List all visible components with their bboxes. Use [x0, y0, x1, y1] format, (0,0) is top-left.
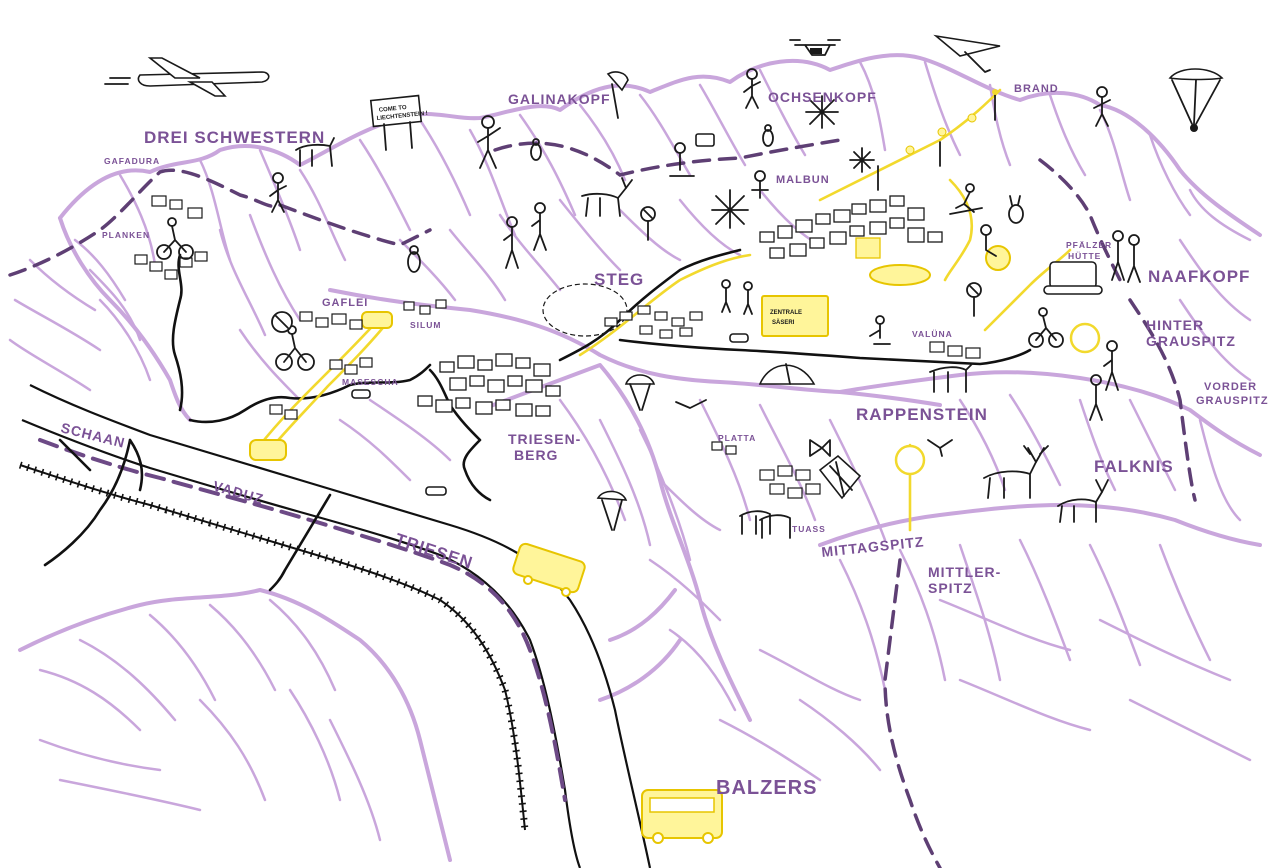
label-vorder-grauspitz-2: GRAUSPITZ: [1196, 395, 1269, 407]
central-cheese-dairy-icon: [761, 295, 829, 337]
no-bike-sign-icon: [1069, 322, 1101, 354]
label-planken: PLANKEN: [102, 230, 150, 240]
paraglider-icon: [1168, 68, 1224, 132]
skier-icon: [869, 183, 983, 345]
signpost-icon: COME TO LIECHTENSTEIN !: [369, 94, 428, 151]
label-malbun: MALBUN: [776, 174, 830, 186]
place-labels: DREI SCHWESTERN GAFADURA PLANKEN GALINAK…: [59, 83, 1269, 799]
villages: [134, 195, 981, 499]
sign-line2: LIECHTENSTEIN !: [376, 111, 428, 122]
village-gaflei-masescha: [269, 299, 447, 420]
bus-icon: [512, 542, 586, 597]
village-planken: [134, 195, 208, 280]
label-triesen: TRIESEN: [393, 530, 476, 573]
cow-icon: [929, 363, 973, 393]
chairlift-icon: [877, 89, 998, 191]
red-deer-icon: [983, 445, 1049, 499]
bird-icon: [675, 399, 953, 457]
building-line2: SÄSERI: [772, 319, 795, 326]
village-tuass: [711, 441, 821, 499]
fireworks-icon: [711, 95, 875, 229]
label-masescha: MASESCHA: [342, 377, 399, 387]
label-vaduz: VADUZ: [211, 478, 266, 508]
yellow-signpost-icon: [894, 444, 926, 476]
label-gafadura: GAFADURA: [104, 156, 160, 166]
label-tuass: TUASS: [792, 524, 826, 534]
chamois-icon: [295, 137, 335, 167]
paraglider-icon-2: [606, 71, 629, 119]
label-triesenberg-1: TRIESEN-: [508, 431, 581, 447]
paraglider-icon-4: [596, 490, 628, 531]
label-hinter-grauspitz-1: HINTER: [1146, 317, 1204, 333]
hang-glider-icon: [933, 34, 1001, 73]
hiker-icon: [269, 68, 1141, 421]
label-platta: PLATTA: [718, 433, 756, 443]
label-mittlerspitz-1: MITTLER-: [928, 564, 1001, 580]
label-steg: STEG: [594, 270, 644, 289]
sign-line1: COME TO: [379, 105, 408, 114]
paraglider-icon-3: [624, 374, 656, 411]
cyclist-icon: [156, 217, 1064, 371]
wheelchair-user-icon: [980, 224, 997, 257]
label-drei-schwestern: DREI SCHWESTERN: [144, 128, 325, 147]
bus-icon-balzers: [641, 789, 723, 844]
wheelchair-icon: [985, 245, 1011, 271]
rhine-valley: [18, 248, 1032, 868]
ibex-icon: [1057, 479, 1109, 523]
mountain-ridges: [8, 53, 1262, 862]
chairlift-gaflei-icon: [258, 316, 382, 447]
label-vorder-grauspitz-1: VORDER: [1204, 381, 1257, 393]
deer-icon: [581, 177, 633, 217]
village-triesenberg: [417, 353, 561, 417]
label-brand: BRAND: [1014, 83, 1059, 95]
label-mittlerspitz-2: SPITZ: [928, 580, 973, 596]
goats-icon: [739, 510, 791, 539]
label-triesenberg-2: BERG: [514, 447, 558, 463]
village-malbun: [759, 195, 943, 259]
cable-car-icon: [249, 439, 287, 461]
airplane-icon: [104, 57, 270, 97]
tent-icon: [758, 363, 816, 385]
village-valuena: [929, 341, 981, 359]
car-icon: [351, 333, 749, 496]
rabbit-icon: [1008, 195, 1024, 224]
label-falknis: FALKNIS: [1094, 457, 1174, 476]
moth-icon: [818, 454, 862, 500]
label-pfaelzer-huette-1: PFÄLZER: [1066, 240, 1112, 250]
lifts-and-highlights: ZENTRALE SÄSERI: [249, 88, 1101, 532]
village-steg: [542, 283, 703, 339]
drone-icon: [789, 39, 841, 56]
snowcat-icon: [1043, 261, 1103, 295]
marmot-icon: [407, 124, 774, 273]
building-line1: ZENTRALE: [770, 310, 802, 316]
label-naafkopf: NAAFKOPF: [1148, 267, 1250, 286]
label-pfaelzer-huette-2: HÜTTE: [1068, 251, 1101, 261]
country-border: [8, 138, 1197, 868]
label-schaan: SCHAAN: [59, 419, 127, 450]
label-balzers: BALZERS: [716, 777, 817, 799]
label-rappenstein: RAPPENSTEIN: [856, 405, 988, 424]
label-silum: SILUM: [410, 320, 441, 330]
no-entry-sign-icon: [271, 206, 982, 333]
label-galinakopf: GALINAKOPF: [508, 91, 611, 107]
people-group-icon: [669, 133, 769, 199]
label-gaflei: GAFLEI: [322, 297, 368, 309]
label-valuena: VALÜNA: [912, 329, 953, 339]
butterfly-icon: [809, 439, 831, 457]
label-ochsenkopf: OCHSENKOPF: [768, 89, 877, 105]
label-hinter-grauspitz-2: GRAUSPITZ: [1146, 333, 1236, 349]
